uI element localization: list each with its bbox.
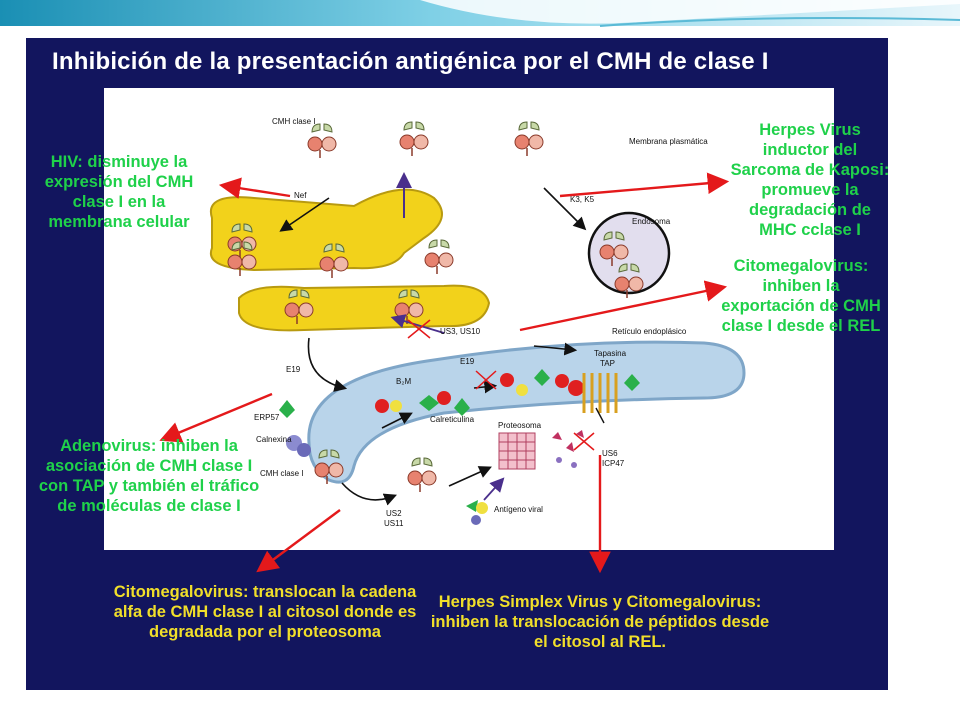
label-k3k5: K3, K5: [570, 195, 595, 204]
proteasome: [498, 432, 536, 470]
label-us2: US2: [386, 509, 402, 518]
label-proteosoma: Proteosoma: [498, 421, 542, 430]
label-e19-er: E19: [460, 357, 475, 366]
note-hiv: HIV: disminuye la expresión del CMH clas…: [44, 153, 194, 231]
label-tapasina: Tapasina: [594, 349, 627, 358]
label-cmh-top: CMH clase I: [272, 117, 316, 126]
endoplasmic-reticulum: [307, 340, 746, 484]
label-erp57: ERP57: [254, 413, 280, 422]
label-b2m: B₂M: [396, 377, 411, 386]
label-nef: Nef: [294, 191, 307, 200]
decorative-top-bar: [0, 0, 960, 27]
label-tap: TAP: [600, 359, 615, 368]
note-hsv-cmv: Herpes Simplex Virus y Citomegalovirus: …: [430, 593, 770, 651]
label-us11: US11: [384, 519, 404, 528]
label-calreticulina: Calreticulina: [430, 415, 475, 424]
label-cmh-bottom: CMH clase I: [260, 469, 304, 478]
note-herpes-kaposi: Herpes Virus inductor del Sarcoma de Kap…: [730, 121, 890, 239]
mhc-pathway-diagram: CMH clase I Nef Membrana plasmática K3, …: [104, 88, 834, 550]
label-membrana: Membrana plasmática: [629, 137, 708, 146]
note-adenovirus: Adenovirus: inhiben la asociación de CMH…: [38, 437, 260, 515]
label-us3-us10: US3, US10: [440, 327, 481, 336]
note-cmv-export: Citomegalovirus: inhiben la exportación …: [721, 257, 881, 335]
golgi-lower: [238, 284, 491, 332]
label-endosoma: Endosoma: [632, 217, 671, 226]
label-calnexina: Calnexina: [256, 435, 292, 444]
note-cmv-translocan: Citomegalovirus: translocan la cadena al…: [113, 583, 417, 641]
label-reticulo: Retículo endoplásico: [612, 327, 687, 336]
label-e19-left: E19: [286, 365, 301, 374]
slide-title: Inhibición de la presentación antigénica…: [52, 48, 769, 75]
label-antigeno: Antígeno viral: [494, 505, 543, 514]
viral-antigen-icon: [466, 500, 488, 525]
label-icp47: ICP47: [602, 459, 625, 468]
label-us6: US6: [602, 449, 618, 458]
golgi-upper: [209, 188, 443, 272]
